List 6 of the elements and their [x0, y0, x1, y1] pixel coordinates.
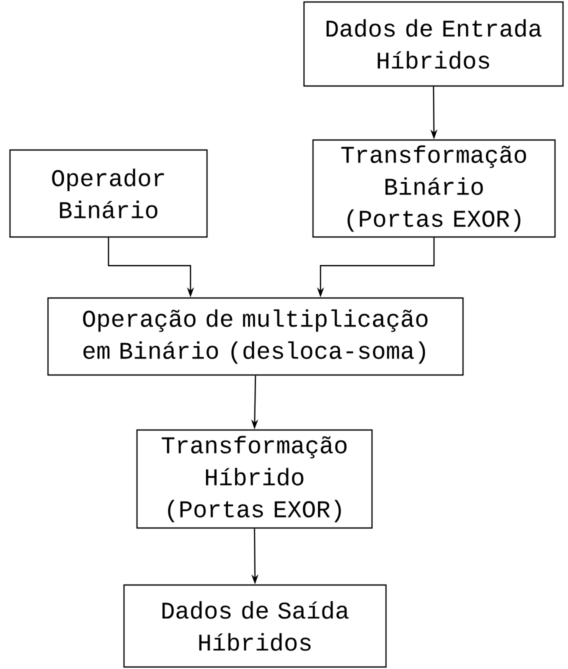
process-box: Transformação Binário (Portas EXOR) — [312, 139, 556, 238]
process-box: Operador Binário — [9, 149, 208, 238]
process-box: Dados de Entrada Híbridos — [303, 1, 564, 87]
process-box: Dados de Saída Híbridos — [123, 584, 387, 668]
process-box: Operação de multiplicação em Binário (desloca-soma) — [47, 297, 464, 376]
process-box: Transformação Híbrido (Portas EXOR) — [136, 429, 373, 529]
